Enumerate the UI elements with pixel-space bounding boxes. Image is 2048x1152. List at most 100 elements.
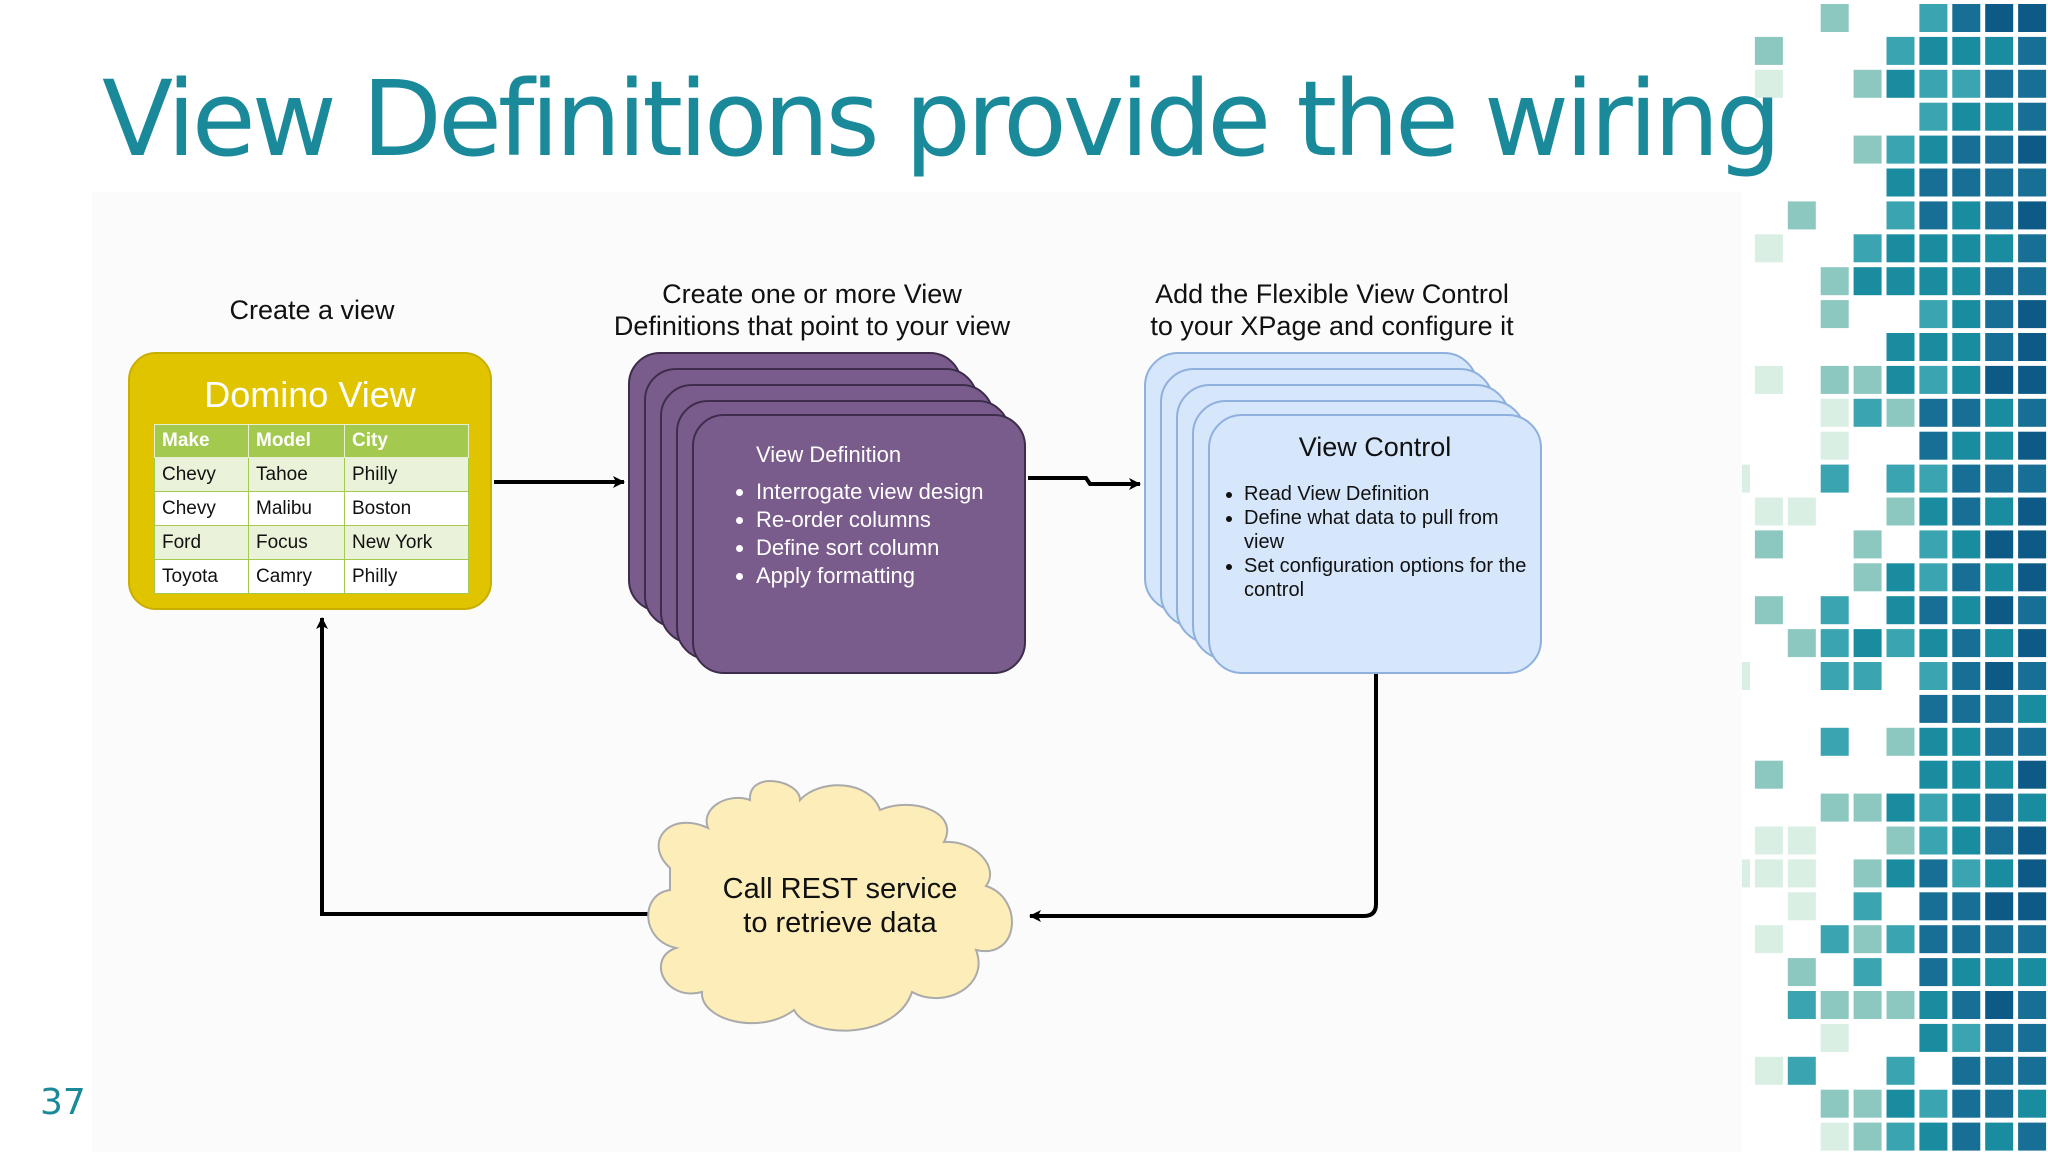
mosaic-tile: [1985, 1122, 2014, 1151]
mosaic-tile: [1754, 497, 1783, 526]
mosaic-tile: [2018, 398, 2047, 427]
mosaic-tile: [1754, 69, 1783, 98]
mosaic-tile: [1886, 793, 1915, 822]
mosaic-tile: [1952, 365, 1981, 394]
mosaic-tile: [1919, 694, 1948, 723]
list-item: Interrogate view design: [756, 478, 983, 506]
mosaic-tile: [1985, 1089, 2014, 1118]
mosaic-tile: [1919, 365, 1948, 394]
mosaic-tile: [1985, 662, 2014, 690]
mosaic-tile: [1952, 300, 1981, 329]
mosaic-tile: [1985, 201, 2014, 230]
mosaic-tile: [2018, 135, 2047, 164]
mosaic-tile: [1952, 563, 1981, 592]
mosaic-tile: [1754, 859, 1783, 888]
mosaic-tile: [1853, 991, 1882, 1019]
mosaic-tile: [2018, 102, 2047, 131]
mosaic-tile: [1754, 365, 1783, 394]
mosaic-tile: [1886, 859, 1915, 888]
mosaic-tile: [1853, 530, 1882, 559]
mosaic-tile: [1787, 991, 1816, 1019]
mosaic-tile: [2018, 892, 2047, 921]
view-control-list: Read View Definition Define what data to…: [1218, 482, 1544, 602]
mosaic-tile: [1952, 333, 1981, 361]
mosaic-tile: [1820, 1023, 1849, 1052]
mosaic-tile: [1952, 826, 1981, 855]
mosaic-tile: [1985, 4, 2014, 32]
mosaic-tile: [2018, 300, 2047, 329]
mosaic-tile: [1886, 629, 1915, 658]
mosaic-tile: [1886, 563, 1915, 592]
mosaic-tile: [1787, 826, 1816, 855]
list-item: Set configuration options for the contro…: [1244, 554, 1544, 602]
table-cell: Toyota: [154, 559, 249, 594]
mosaic-tile: [1754, 36, 1783, 65]
mosaic-tile: [1787, 629, 1816, 658]
mosaic-tile: [2018, 662, 2047, 690]
mosaic-tile: [1820, 629, 1849, 658]
mosaic-tile: [1985, 760, 2014, 789]
mosaic-tile: [1919, 333, 1948, 361]
mosaic-tile: [2018, 793, 2047, 822]
mosaic-tile: [1820, 300, 1849, 329]
mosaic-tile: [1952, 497, 1981, 526]
mosaic-tile: [2018, 563, 2047, 592]
mosaic-tile: [2018, 4, 2047, 32]
mosaic-tile: [1952, 793, 1981, 822]
mosaic-tile: [1754, 596, 1783, 625]
mosaic-tile: [1985, 859, 2014, 888]
mosaic-tile: [2018, 267, 2047, 296]
mosaic-tile: [1820, 365, 1849, 394]
mosaic-tile: [1952, 1089, 1981, 1118]
mosaic-tile: [1952, 892, 1981, 921]
mosaic-tile: [1952, 69, 1981, 98]
mosaic-tile: [1952, 530, 1981, 559]
mosaic-tile: [1952, 234, 1981, 263]
mosaic-tile: [1754, 826, 1783, 855]
mosaic-tile: [2018, 234, 2047, 263]
mosaic-tile: [2018, 1056, 2047, 1085]
column-header-make: Make: [154, 424, 249, 458]
view-definition-title: View Definition: [756, 442, 902, 467]
mosaic-tile: [1754, 925, 1783, 954]
mosaic-tile: [1919, 464, 1948, 493]
mosaic-tile: [1919, 69, 1948, 98]
mosaic-tile: [2018, 991, 2047, 1019]
mosaic-tile: [1952, 958, 1981, 987]
mosaic-tile: [1820, 398, 1849, 427]
mosaic-tile: [2018, 36, 2047, 65]
mosaic-tile: [1886, 36, 1915, 65]
mosaic-tile: [2018, 168, 2047, 197]
mosaic-tile: [1853, 892, 1882, 921]
mosaic-tile: [1886, 727, 1915, 756]
mosaic-tile: [1886, 333, 1915, 361]
mosaic-tile: [1919, 300, 1948, 329]
mosaic-tile: [1919, 662, 1948, 690]
mosaic-tile: [1952, 760, 1981, 789]
mosaic-tile: [1985, 464, 2014, 493]
mosaic-tile: [1985, 333, 2014, 361]
step2-label-line1: Create one or more View: [662, 279, 962, 309]
mosaic-tile: [2018, 497, 2047, 526]
mosaic-tile: [1952, 727, 1981, 756]
table-cell: Malibu: [248, 491, 345, 526]
mosaic-tile: [1853, 1089, 1882, 1118]
mosaic-tile: [1952, 201, 1981, 230]
mosaic-tile: [1919, 398, 1948, 427]
mosaic-tile: [1919, 530, 1948, 559]
mosaic-tile: [1919, 102, 1948, 131]
mosaic-tile: [1985, 991, 2014, 1019]
mosaic-tile: [1919, 596, 1948, 625]
mosaic-tile: [1853, 793, 1882, 822]
mosaic-tile: [1985, 365, 2014, 394]
mosaic-tile: [1820, 925, 1849, 954]
mosaic-tile: [1919, 925, 1948, 954]
mosaic-tile: [1820, 464, 1849, 493]
mosaic-tile: [2018, 530, 2047, 559]
mosaic-tile: [1886, 464, 1915, 493]
mosaic-tile: [2018, 1089, 2047, 1118]
mosaic-tile: [1985, 1023, 2014, 1052]
mosaic-tile: [1919, 958, 1948, 987]
mosaic-tile: [1952, 1122, 1981, 1151]
